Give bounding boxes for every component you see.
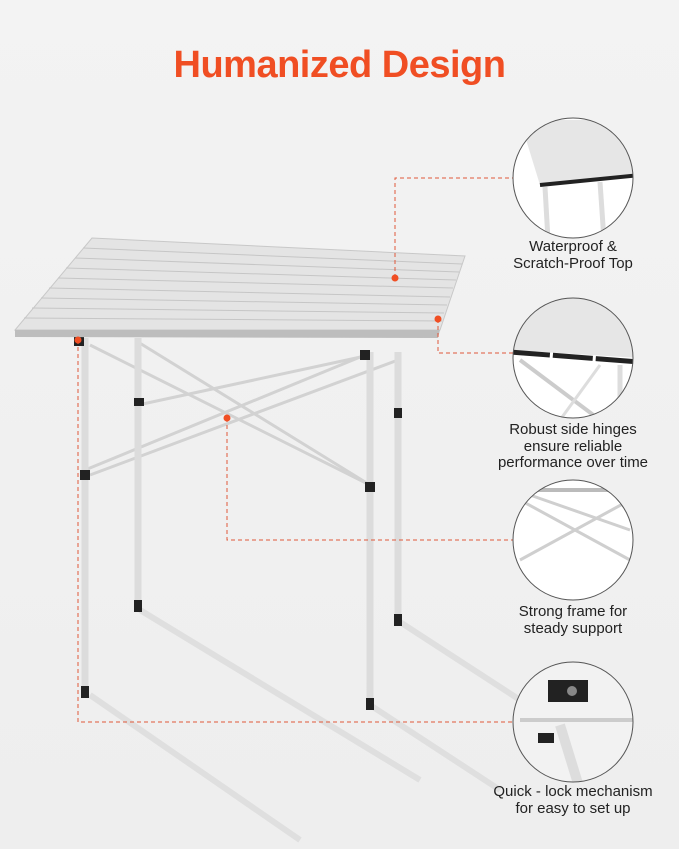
- detail-circle-top: [512, 117, 634, 239]
- feature-line: Waterproof &: [529, 238, 617, 255]
- feature-line: Quick - lock mechanism: [493, 783, 653, 800]
- feature-label-frame: Strong frame for steady support: [473, 603, 673, 637]
- page-title: Humanized Design: [173, 44, 506, 86]
- feature-line: performance over time: [497, 454, 649, 471]
- feature-line: steady support: [523, 619, 623, 637]
- feature-label-top: Waterproof & Scratch-Proof Top: [473, 238, 673, 272]
- table-shadow: [88, 607, 522, 843]
- callout-dots: [74, 274, 442, 422]
- feature-label-hinges: Robust side hinges ensure reliable perfo…: [473, 421, 673, 472]
- feature-line: Robust side hinges: [509, 421, 637, 438]
- feature-line: Strong frame for: [518, 603, 628, 620]
- detail-circle-lock: [512, 661, 634, 783]
- feature-line: Scratch-Proof Top: [513, 254, 633, 272]
- leader-lines: [77, 177, 513, 723]
- feature-line: for easy to set up: [515, 799, 631, 817]
- detail-circle-hinges: [512, 297, 634, 419]
- detail-circle-frame: [512, 479, 634, 601]
- feature-line: ensure reliable: [523, 437, 623, 455]
- feature-label-lock: Quick - lock mechanism for easy to set u…: [473, 783, 673, 817]
- table: [13, 237, 466, 710]
